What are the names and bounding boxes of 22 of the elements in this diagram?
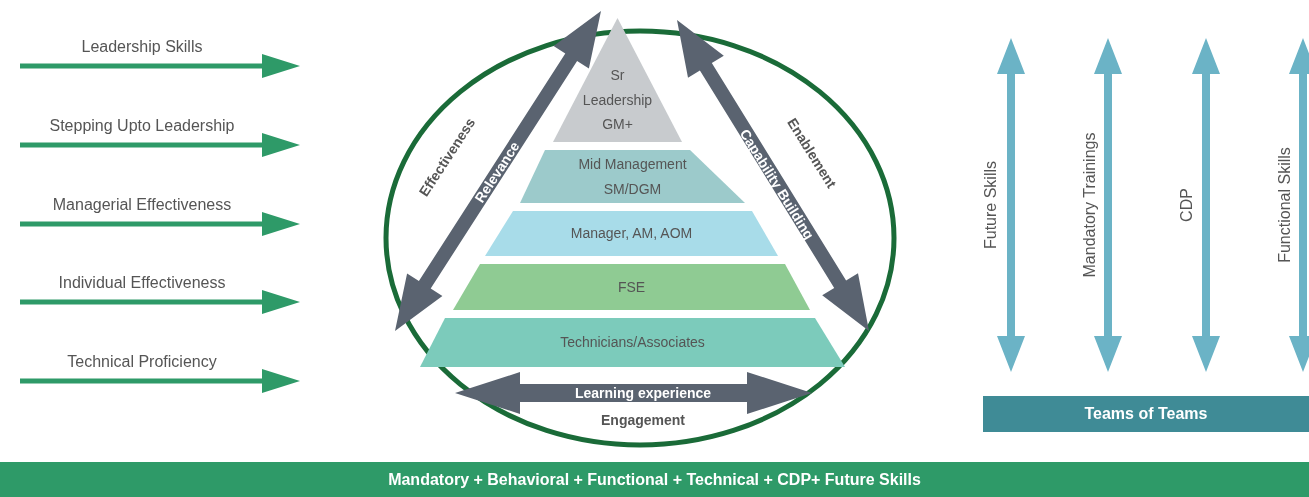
text-label: Technical Proficiency	[67, 353, 217, 371]
tier-label: Manager, AM, AOM	[570, 224, 693, 244]
text-label: Individual Effectiveness	[58, 274, 226, 292]
text-label: Future Skills	[982, 161, 1000, 249]
tier-label: Mid Management SM/DGM	[577, 155, 688, 199]
text-label: CDP	[1178, 188, 1196, 222]
team-banner: Teams of Teams	[983, 396, 1309, 432]
pyramid-tier	[485, 211, 778, 256]
text-label: Leadership Skills	[81, 38, 203, 56]
text-label: Learning experience	[574, 385, 712, 401]
text-label: Mandatory Trainings	[1081, 132, 1099, 278]
pyramid-tier	[420, 318, 845, 367]
footer-banner: Mandatory + Behavioral + Functional + Technical + CDP+ Future Skills	[0, 462, 1309, 497]
pyramid-tier	[453, 264, 810, 310]
tier-label: FSE	[617, 277, 646, 297]
text-label: Engagement	[601, 412, 685, 428]
text-label: Functional Skills	[1276, 147, 1294, 263]
text-label: Managerial Effectiveness	[52, 196, 232, 214]
text-label: Stepping Upto Leadership	[49, 117, 235, 135]
tier-label: Technicians/Associates	[560, 333, 705, 353]
tier-label: Sr Leadership GM+	[581, 66, 654, 135]
pyramid-tier	[553, 18, 682, 142]
